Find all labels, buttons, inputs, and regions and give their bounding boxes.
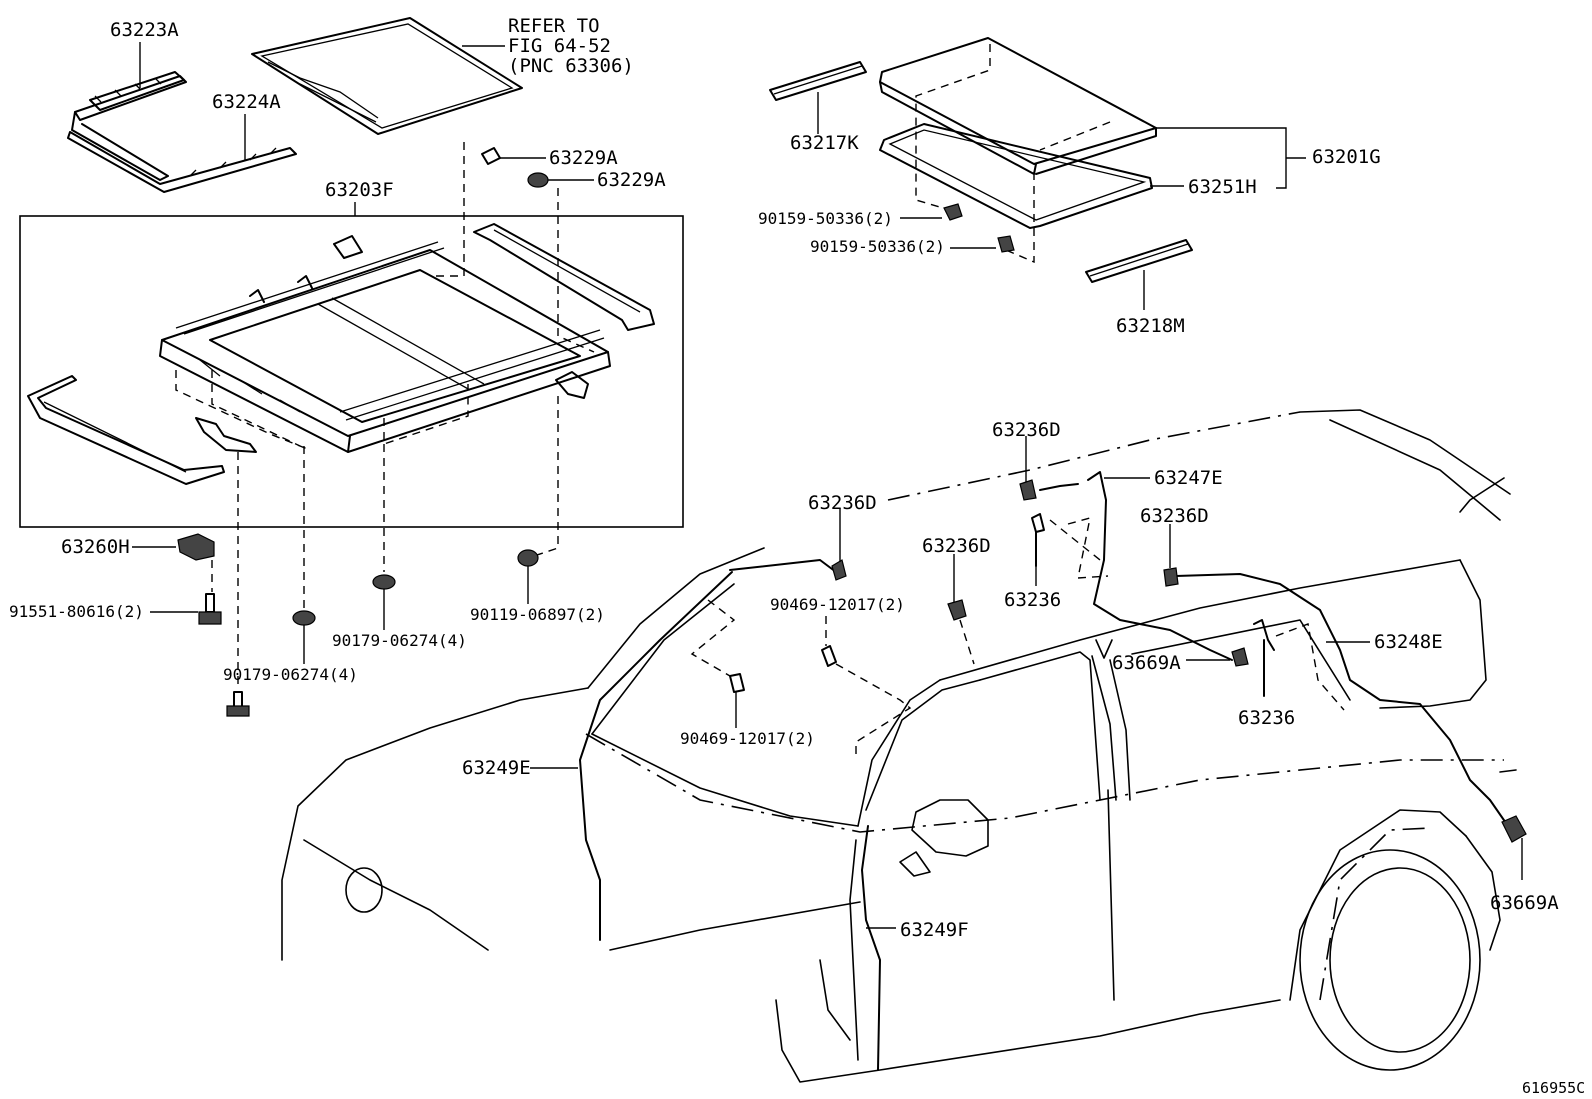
part-63669A-a	[1231, 647, 1249, 667]
part-side-rail-right	[473, 223, 655, 331]
clip-63236D-d	[1163, 567, 1179, 587]
label-63236D-c: 63236D	[992, 419, 1061, 441]
clip-90469-a	[821, 645, 837, 667]
part-90119-grommet	[517, 549, 539, 567]
label-63236D-a: 63236D	[808, 492, 877, 514]
part-63223A	[71, 71, 187, 181]
bolt-icon	[943, 203, 963, 221]
part-63217K	[769, 61, 867, 101]
clip-icon	[729, 673, 745, 693]
bolt-icon	[997, 235, 1015, 253]
label-63249E: 63249E	[462, 757, 531, 779]
label-90159-b: 90159-50336(2)	[810, 237, 945, 256]
label-63217K: 63217K	[790, 132, 859, 154]
hose-63249F	[861, 825, 881, 1071]
label-refer-1: REFER TO	[508, 15, 600, 37]
label-90469-a: 90469-12017(2)	[770, 595, 905, 614]
part-sunshade-ref	[251, 17, 523, 135]
clip-icon	[1019, 479, 1037, 501]
part-63229A-cap	[481, 147, 501, 165]
label-63218M: 63218M	[1116, 315, 1185, 337]
part-90159-screw-a	[943, 203, 963, 221]
label-refer-2: FIG 64-52	[508, 35, 611, 57]
bolt-icon	[205, 593, 215, 613]
drain-hose-end-icon	[177, 533, 215, 561]
label-90159-a: 90159-50336(2)	[758, 209, 893, 228]
label-63236-b: 63236	[1238, 707, 1295, 729]
label-63224A: 63224A	[212, 91, 281, 113]
part-90159-screw-b	[997, 235, 1015, 253]
clip-90469-b	[729, 673, 745, 693]
drain-hose-end-icon	[1501, 815, 1527, 843]
part-63260H	[177, 533, 215, 561]
label-63248E: 63248E	[1374, 631, 1443, 653]
part-63224A	[67, 131, 297, 193]
vehicle-outline	[281, 409, 1517, 1083]
clip-icon	[1253, 619, 1275, 697]
assembly-box-63203F	[19, 215, 684, 528]
label-90119: 90119-06897(2)	[470, 605, 605, 624]
part-front-bracket	[195, 417, 257, 453]
label-63223A: 63223A	[110, 19, 179, 41]
label-63236D-b: 63236D	[922, 535, 991, 557]
label-63260H: 63260H	[61, 536, 130, 558]
clip-icon	[821, 645, 837, 667]
label-63669A-a: 63669A	[1112, 652, 1181, 674]
bolt-icon	[292, 610, 316, 626]
part-rear-bracket	[555, 371, 589, 399]
label-90179-a: 90179-06274(4)	[332, 631, 467, 650]
label-63247E: 63247E	[1154, 467, 1223, 489]
clip-63236D-b	[947, 599, 967, 621]
part-63218M	[1085, 239, 1193, 283]
drain-hose-front-top	[729, 559, 837, 573]
part-sunroof-housing-frame	[159, 235, 611, 453]
clip-icon	[831, 559, 847, 581]
part-90179-nut-b	[372, 574, 396, 590]
label-63251H: 63251H	[1188, 176, 1257, 198]
part-63669A-b	[1501, 815, 1527, 843]
clip-63236-b	[1253, 619, 1275, 697]
part-bolt-lower	[226, 691, 250, 717]
figure-id: 616955C	[1522, 1079, 1585, 1097]
clip-63236D-c	[1019, 479, 1037, 501]
clip-icon	[1031, 513, 1045, 567]
label-90179-b: 90179-06274(4)	[223, 665, 358, 684]
part-90179-nut-a	[292, 610, 316, 626]
clip-icon	[1163, 567, 1179, 587]
label-63229A-1: 63229A	[549, 147, 618, 169]
label-63203F: 63203F	[325, 179, 394, 201]
label-63201G: 63201G	[1312, 146, 1381, 168]
part-63229A-grommet	[527, 172, 549, 188]
part-glass-weatherstrip	[879, 123, 1153, 229]
label-63236D-d: 63236D	[1140, 505, 1209, 527]
drain-hose-end-icon	[1231, 647, 1249, 667]
label-90469-b: 90469-12017(2)	[680, 729, 815, 748]
label-63229A-2: 63229A	[597, 169, 666, 191]
hose-63247E	[1087, 471, 1233, 661]
clip-63236D-a	[831, 559, 847, 581]
grommet-icon	[517, 549, 539, 567]
part-wind-deflector	[27, 375, 225, 485]
hose-63249E	[579, 571, 733, 941]
grommet-icon	[527, 172, 549, 188]
part-glass-panel	[879, 37, 1157, 175]
clip-63236-a	[1031, 513, 1045, 567]
label-63249F: 63249F	[900, 919, 969, 941]
clip-icon	[947, 599, 967, 621]
label-63236-a: 63236	[1004, 589, 1061, 611]
bolt-icon	[372, 574, 396, 590]
label-63669A-b: 63669A	[1490, 892, 1559, 914]
hose-63248E	[1175, 573, 1509, 827]
label-91551: 91551-80616(2)	[9, 602, 144, 621]
part-91551-bolt	[198, 593, 222, 625]
label-refer-3: (PNC 63306)	[508, 55, 634, 77]
